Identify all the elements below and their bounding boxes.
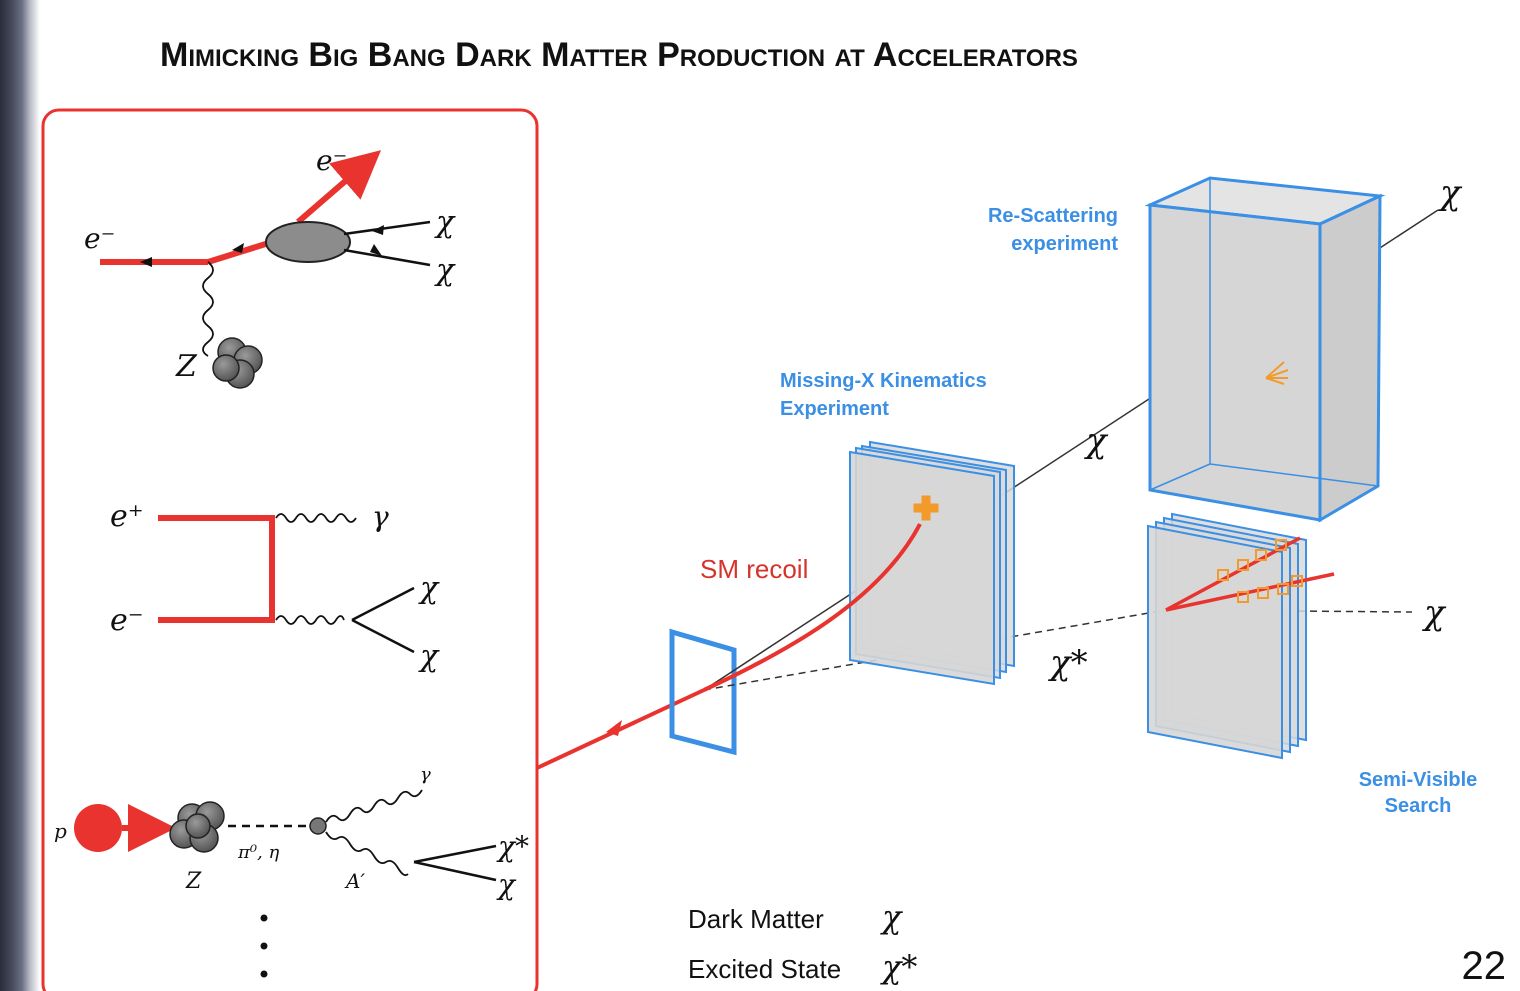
semi-visible-detector xyxy=(1147,512,1335,760)
label-chi-2: χ xyxy=(434,253,456,288)
missing-x-label-1: Missing-X Kinematics xyxy=(780,370,987,392)
target-frame xyxy=(669,628,737,756)
feynman-diagram-2: e⁺ e⁻ γ χ χ xyxy=(110,499,440,674)
slide-title: Mimicking Big Bang Dark Matter Productio… xyxy=(160,36,1078,74)
semi-visible-label-1: Semi-Visible xyxy=(1359,769,1478,791)
legend-excited-label: Excited State xyxy=(688,954,841,984)
proton-icon xyxy=(74,804,122,852)
ellipsis-dots xyxy=(260,914,268,978)
feynman-diagram-3: p Z π⁰, η A′ γ χ* χ xyxy=(54,764,529,978)
label-chi-5: χ xyxy=(496,868,517,901)
missing-x-detector xyxy=(849,440,1015,686)
label-proton: p xyxy=(54,819,67,843)
legend: Dark Matter χ Excited State χ* xyxy=(688,898,917,986)
label-nucleus-z-2: Z xyxy=(185,869,202,894)
label-meson: π⁰, η xyxy=(237,842,279,863)
legend-dark-matter-symbol: χ xyxy=(880,898,903,936)
legend-excited-symbol: χ* xyxy=(880,948,917,986)
feynman-panel xyxy=(41,108,539,991)
legend-dark-matter-label: Dark Matter xyxy=(688,904,824,934)
chi-label-right: χ xyxy=(1422,593,1447,633)
label-e-minus: e⁻ xyxy=(110,603,144,638)
label-chi-3: χ xyxy=(418,571,440,606)
chi-label-mid: χ xyxy=(1084,421,1109,461)
nucleus-icon-2 xyxy=(169,801,225,853)
rescattering-label-2: experiment xyxy=(1011,233,1118,255)
rescattering-label-1: Re-Scattering xyxy=(988,205,1118,227)
label-e-minus-out: e⁻ xyxy=(316,144,347,177)
label-a-prime: A′ xyxy=(344,869,365,893)
missing-x-label-2: Experiment xyxy=(780,398,889,420)
label-gamma: γ xyxy=(372,500,389,533)
rescattering-detector xyxy=(1144,176,1386,523)
label-chi-1: χ xyxy=(434,205,456,240)
label-chi-star-1: χ* xyxy=(496,830,529,863)
chi-star-label: χ* xyxy=(1048,643,1088,683)
semi-visible-label-2: Search xyxy=(1385,795,1452,817)
label-e-minus-in: e⁻ xyxy=(84,222,115,255)
label-gamma-2: γ xyxy=(420,764,431,785)
chi-label-top: χ xyxy=(1438,173,1463,213)
incoming-beam xyxy=(536,688,705,770)
sm-recoil-label: SM recoil xyxy=(700,554,808,584)
nucleus-icon xyxy=(212,337,263,389)
feynman-diagram-1: e⁻ e⁻ χ χ Z xyxy=(84,144,456,389)
label-e-plus: e⁺ xyxy=(110,499,144,534)
label-chi-4: χ xyxy=(418,639,440,674)
sm-recoil-track xyxy=(703,523,922,692)
page-number: 22 xyxy=(1461,944,1507,988)
label-nucleus-z: Z xyxy=(175,349,198,384)
